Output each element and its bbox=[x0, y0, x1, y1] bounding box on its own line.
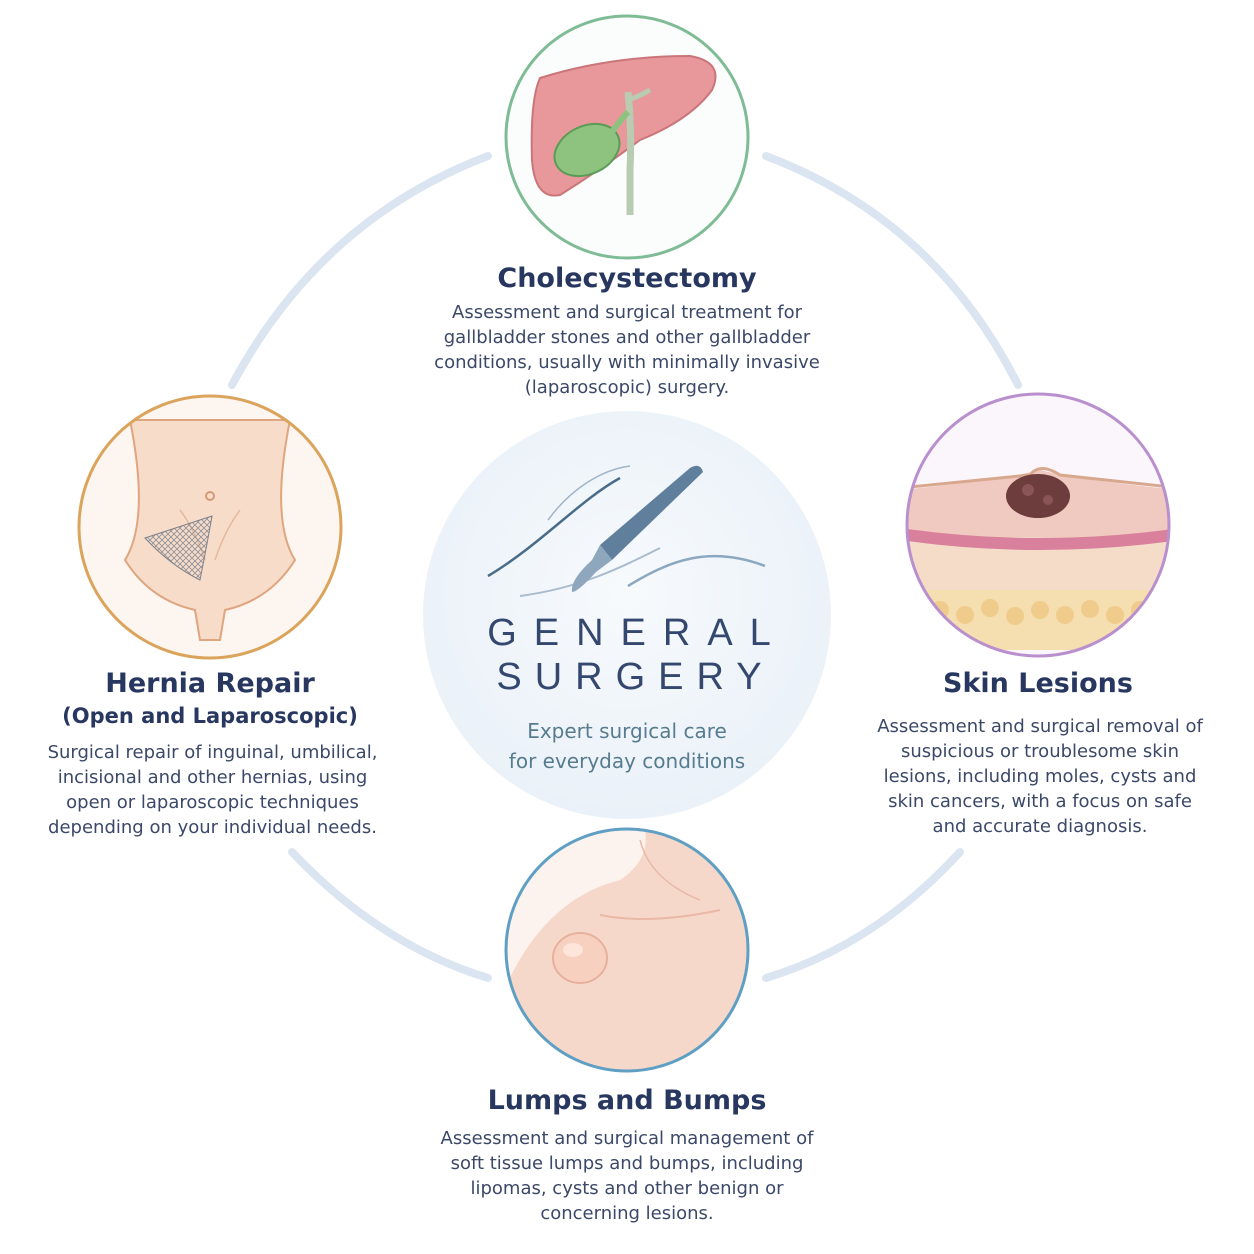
cholecystectomy-illustration bbox=[504, 14, 750, 260]
connector-arc-bottom-right bbox=[762, 848, 964, 982]
mole-icon bbox=[1006, 474, 1070, 518]
connector-ring bbox=[228, 152, 1022, 982]
cholecystectomy-ring bbox=[504, 14, 750, 260]
connector-arc-bottom-left bbox=[288, 848, 492, 982]
skin-lesions-ring bbox=[905, 392, 1171, 658]
hernia-illustration bbox=[77, 394, 343, 660]
skin-lesions-illustration bbox=[905, 392, 1171, 658]
connector-arc-top-right bbox=[762, 152, 1022, 389]
center-tagline: Expert surgical care for everyday condit… bbox=[460, 716, 794, 776]
scalpel-icon bbox=[487, 465, 766, 597]
hernia-subtitle: (Open and Laparoscopic) bbox=[62, 704, 358, 728]
hernia-title: Hernia Repair bbox=[105, 668, 315, 699]
center-tagline-line2: for everyday conditions bbox=[508, 749, 746, 773]
connector-arc-top-left bbox=[228, 152, 492, 389]
cholecystectomy-title: Cholecystectomy bbox=[497, 263, 757, 294]
lumps-description: Assessment and surgical management of so… bbox=[440, 1128, 814, 1224]
mesh-patch-icon bbox=[144, 515, 213, 581]
lumps-illustration bbox=[504, 827, 750, 1073]
center-tagline-line1: Expert surgical care bbox=[527, 719, 727, 743]
skin-lesions-description: Assessment and surgical removal of suspi… bbox=[877, 716, 1203, 837]
shoulder-icon bbox=[506, 830, 748, 1071]
lumps-title: Lumps and Bumps bbox=[487, 1085, 767, 1116]
lump-icon bbox=[552, 932, 608, 984]
center-title-line2: SURGERY bbox=[496, 656, 775, 698]
center-title-line1: GENERAL bbox=[487, 612, 788, 654]
hernia-ring bbox=[77, 394, 343, 660]
gallbladder-icon bbox=[553, 122, 621, 178]
lumps-ring bbox=[504, 827, 750, 1073]
hernia-description: Surgical repair of inguinal, umbilical, … bbox=[47, 742, 378, 838]
navel-icon bbox=[205, 491, 215, 501]
skin-lesions-title: Skin Lesions bbox=[943, 668, 1133, 699]
center-disc bbox=[423, 411, 831, 819]
cholecystectomy-description: Assessment and surgical treatment for ga… bbox=[434, 302, 820, 398]
